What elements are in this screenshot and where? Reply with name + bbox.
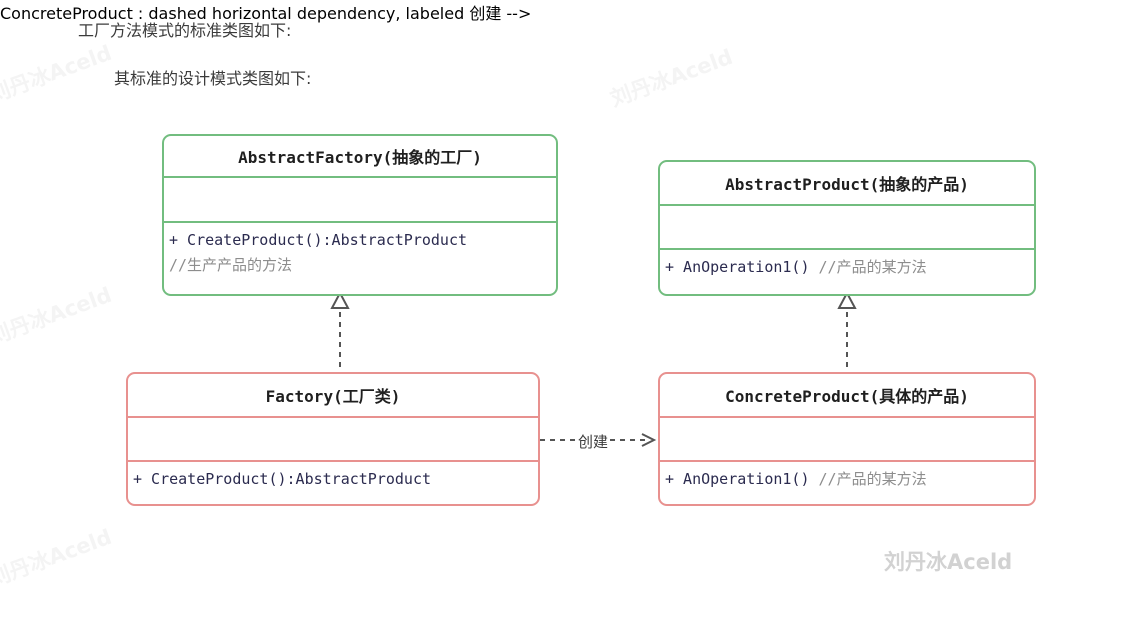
class-methods-abstractfactory: + CreateProduct():AbstractProduct //生产产品… (164, 223, 556, 294)
connector-label-create: 创建 (576, 431, 611, 452)
method-signature: + CreateProduct():AbstractProduct (169, 231, 468, 249)
method-signature: + AnOperation1() (665, 258, 810, 276)
class-title-abstractfactory: AbstractFactory(抽象的工厂) (164, 136, 556, 178)
connector-factory-realizes-abstractfactory (325, 290, 355, 377)
intro-line-2: 其标准的设计模式类图如下: (114, 69, 312, 88)
class-title-factory: Factory(工厂类) (128, 374, 538, 418)
class-attributes-abstractfactory (164, 178, 556, 223)
class-box-concreteproduct[interactable]: ConcreteProduct(具体的产品) + AnOperation1() … (658, 372, 1036, 506)
method-comment: //产品的某方法 (809, 258, 927, 276)
hollow-triangle-icon (837, 290, 857, 309)
connector-factory-creates-concreteproduct: 创建 (538, 430, 662, 452)
class-attributes-factory (128, 418, 538, 462)
method-comment: //产品的某方法 (809, 470, 927, 488)
class-title-abstractproduct: AbstractProduct(抽象的产品) (660, 162, 1034, 206)
class-methods-concreteproduct: + AnOperation1() //产品的某方法 (660, 462, 1034, 504)
method-comment: //生产产品的方法 (169, 256, 293, 274)
class-title-concreteproduct: ConcreteProduct(具体的产品) (660, 374, 1034, 418)
method-line: + AnOperation1() //产品的某方法 (665, 467, 1034, 492)
watermark-bottom-right: 刘丹冰Aceld (884, 550, 1013, 574)
watermark-bottom-left: 刘丹冰Aceld (0, 524, 115, 592)
class-box-factory[interactable]: Factory(工厂类) + CreateProduct():AbstractP… (126, 372, 540, 506)
method-line: + CreateProduct():AbstractProduct (133, 467, 538, 492)
intro-line-1: 工厂方法模式的标准类图如下: (78, 21, 292, 40)
watermark-middle-left: 刘丹冰Aceld (0, 282, 115, 350)
class-box-abstractproduct[interactable]: AbstractProduct(抽象的产品) + AnOperation1() … (658, 160, 1036, 296)
method-signature: + AnOperation1() (665, 470, 810, 488)
connector-concreteproduct-realizes-abstractproduct (832, 290, 862, 377)
open-arrowhead-icon (641, 433, 657, 447)
hollow-triangle-icon (330, 290, 350, 309)
method-line: + AnOperation1() //产品的某方法 (665, 255, 1034, 280)
class-methods-abstractproduct: + AnOperation1() //产品的某方法 (660, 250, 1034, 294)
class-methods-factory: + CreateProduct():AbstractProduct (128, 462, 538, 504)
method-line: + CreateProduct():AbstractProduct (169, 228, 556, 253)
method-comment-line: //生产产品的方法 (169, 253, 556, 278)
class-attributes-abstractproduct (660, 206, 1034, 250)
class-attributes-concreteproduct (660, 418, 1034, 462)
watermark-top-center: 刘丹冰Aceld (607, 44, 736, 112)
class-box-abstractfactory[interactable]: AbstractFactory(抽象的工厂) + CreateProduct()… (162, 134, 558, 296)
method-signature: + CreateProduct():AbstractProduct (133, 470, 432, 488)
watermark-top-left: 刘丹冰Aceld (0, 40, 115, 108)
